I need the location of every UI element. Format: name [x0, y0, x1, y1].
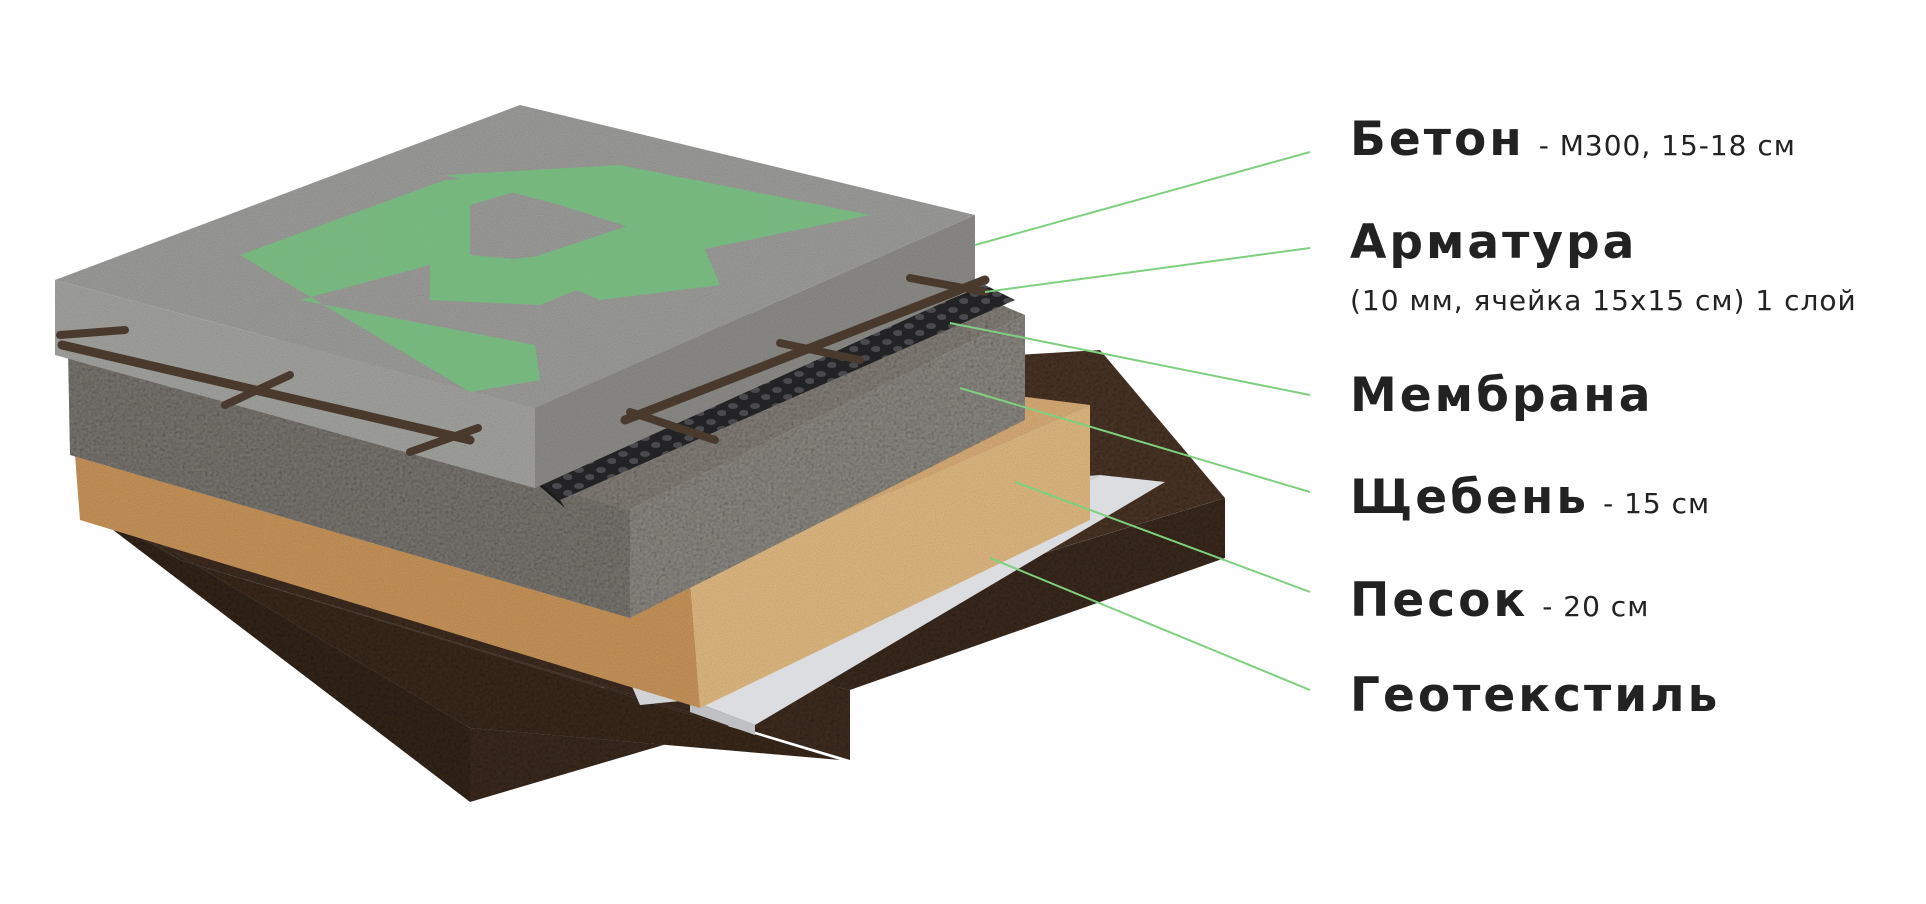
label-shcheben: Щебень - 15 см [1350, 470, 1710, 525]
layer-spec-pesok: - 20 см [1542, 590, 1650, 623]
layer-sub-armatura: (10 мм, ячейка 15x15 см) 1 слой [1350, 284, 1857, 317]
label-geotextile: Геотекстиль [1350, 668, 1720, 723]
label-membrana: Мембрана [1350, 368, 1653, 423]
leader-line-geotextile [989, 557, 1311, 691]
leader-line-pesok [1014, 481, 1311, 593]
layer-name-shcheben: Щебень [1350, 470, 1590, 525]
leader-lines [949, 151, 1311, 691]
leader-line-beton [974, 151, 1311, 246]
leader-line-armatura [984, 247, 1311, 293]
layer-name-pesok: Песок [1350, 573, 1529, 628]
label-beton: Бетон - М300, 15-18 см [1350, 112, 1796, 167]
logo-watermark [240, 165, 870, 392]
layer-name-beton: Бетон [1350, 112, 1525, 167]
layer-spec-beton: - М300, 15-18 см [1538, 129, 1796, 162]
layer-name-armatura: Арматура [1350, 215, 1638, 270]
layer-spec-shcheben: - 15 см [1603, 487, 1711, 520]
label-pesok: Песок - 20 см [1350, 573, 1649, 628]
layer-name-geotextile: Геотекстиль [1350, 668, 1721, 723]
layer-name-membrana: Мембрана [1350, 368, 1654, 423]
leader-line-shcheben [959, 387, 1311, 493]
rebar-grid [56, 274, 990, 456]
leader-line-membrana [949, 322, 1311, 396]
label-armatura: Арматура (10 мм, ячейка 15x15 см) 1 слой [1350, 215, 1857, 317]
